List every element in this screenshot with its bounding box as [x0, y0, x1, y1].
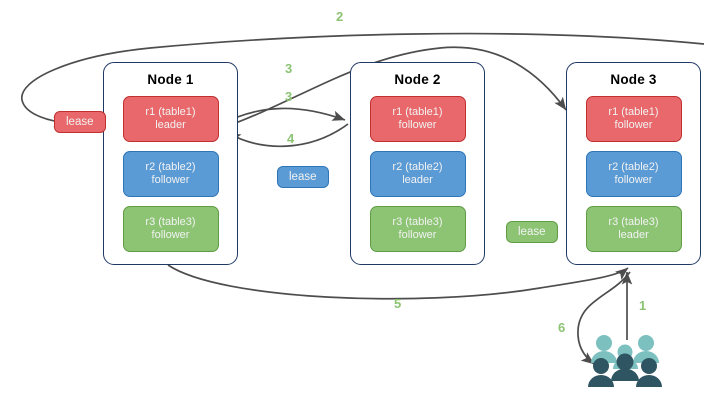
replica-r1[interactable]: r1 (table1) leader — [122, 96, 219, 142]
replica-role: leader — [402, 174, 433, 186]
replica-r3[interactable]: r3 (table3) follower — [369, 206, 466, 252]
replica-r1[interactable]: r1 (table1) follower — [585, 96, 682, 142]
lease-badge-r2[interactable]: lease — [277, 166, 329, 188]
replica-r2[interactable]: r2 (table2) follower — [585, 151, 682, 197]
replica-role: follower — [614, 119, 653, 131]
users-group-icon — [588, 335, 662, 387]
replica-name: r1 (table1) — [608, 105, 659, 118]
node-title: Node 3 — [610, 72, 657, 87]
replica-name: r1 (table1) — [392, 105, 443, 118]
replica-name: r3 (table3) — [392, 215, 443, 228]
replica-r2[interactable]: r2 (table2) leader — [369, 151, 466, 197]
replica-name: r3 (table3) — [145, 215, 196, 228]
edge-step-3-to-node3 — [224, 46, 567, 128]
replica-r1[interactable]: r1 (table1) follower — [369, 96, 466, 142]
replica-r2[interactable]: r2 (table2) follower — [122, 151, 219, 197]
replica-list: r1 (table1) follower r2 (table2) followe… — [567, 96, 700, 252]
edge-step-4 — [227, 123, 349, 148]
replica-name: r2 (table2) — [392, 160, 443, 173]
replica-name: r2 (table2) — [145, 160, 196, 173]
edge-step-5 — [167, 264, 629, 300]
node-title: Node 2 — [394, 72, 441, 87]
edge-step-6 — [577, 271, 631, 365]
step-label-6: 6 — [558, 320, 566, 335]
step-label-3b: 3 — [285, 89, 293, 104]
node-card-node3[interactable]: Node 3 r1 (table1) follower r2 (table2) … — [566, 62, 701, 265]
replica-name: r2 (table2) — [608, 160, 659, 173]
step-label-5: 5 — [394, 296, 402, 311]
replica-role: follower — [151, 229, 190, 241]
replica-list: r1 (table1) leader r2 (table2) follower … — [104, 96, 237, 252]
replica-name: r3 (table3) — [608, 215, 659, 228]
replica-r3[interactable]: r3 (table3) follower — [122, 206, 219, 252]
step-label-2: 2 — [336, 9, 344, 24]
replica-role: follower — [398, 119, 437, 131]
replica-role: leader — [618, 229, 649, 241]
replica-r3[interactable]: r3 (table3) leader — [585, 206, 682, 252]
node-card-node2[interactable]: Node 2 r1 (table1) follower r2 (table2) … — [350, 62, 485, 265]
replica-name: r1 (table1) — [145, 105, 196, 118]
step-label-1: 1 — [639, 298, 647, 313]
lease-badge-r3[interactable]: lease — [506, 221, 558, 243]
node-card-node1[interactable]: Node 1 r1 (table1) leader r2 (table2) fo… — [103, 62, 238, 265]
step-label-4: 4 — [287, 131, 295, 146]
replica-role: leader — [155, 119, 186, 131]
step-label-3a: 3 — [285, 61, 293, 76]
replica-list: r1 (table1) follower r2 (table2) leader … — [351, 96, 484, 252]
node-title: Node 1 — [147, 72, 194, 87]
replica-role: follower — [398, 229, 437, 241]
edge-step-2 — [21, 32, 704, 128]
replica-role: follower — [151, 174, 190, 186]
lease-badge-r1[interactable]: lease — [54, 111, 106, 133]
replica-role: follower — [614, 174, 653, 186]
